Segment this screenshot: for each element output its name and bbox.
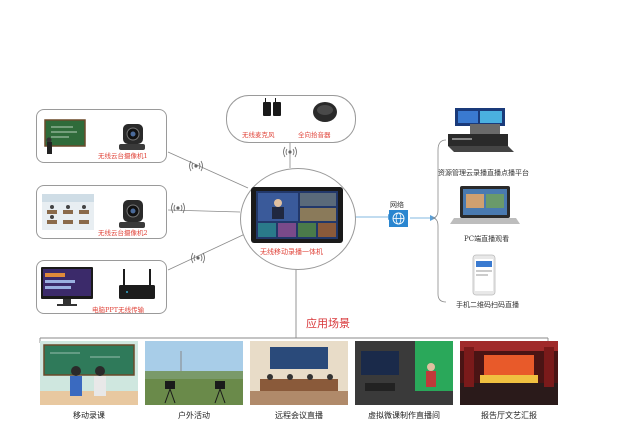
meeting-room-icon: [250, 341, 348, 405]
mobile-label: 手机二维码扫码直播: [456, 301, 519, 309]
ptz-camera-icon: [119, 200, 145, 228]
pickup-label: 全向拾音器: [298, 131, 331, 139]
scenario-virtual-studio[interactable]: [355, 341, 453, 405]
ppt-label: 电脑PPT无线传输: [92, 306, 145, 314]
monitor-icon: [41, 267, 93, 306]
scenario-title: 应用场景: [306, 317, 350, 330]
scenario-label: 户外活动: [178, 411, 210, 420]
ppt-box[interactable]: [36, 260, 167, 314]
pickup-mic-icon: [313, 102, 337, 122]
scenario-label: 报告厅文艺汇报: [481, 411, 537, 420]
scenario-label: 虚拟微课制作直播间: [368, 411, 440, 420]
classroom-teacher-icon: [44, 119, 86, 154]
outdoor-field-icon: [145, 341, 243, 405]
wifi-signal-icon: [171, 146, 297, 264]
pc-label: PC端直播观看: [464, 235, 510, 243]
classroom-students-icon: [42, 194, 94, 230]
scenario-label: 移动录课: [73, 411, 105, 420]
audio-box[interactable]: [226, 95, 356, 143]
camera2-box[interactable]: [36, 185, 167, 239]
scenario-outdoor[interactable]: [145, 341, 243, 405]
auditorium-stage-icon: [460, 341, 558, 405]
scenario-auditorium[interactable]: [460, 341, 558, 405]
camera1-box[interactable]: [36, 109, 167, 163]
scenario-remote-meeting[interactable]: [250, 341, 348, 405]
scenario-label: 远程会议直播: [275, 411, 323, 420]
camera2-label: 无线云台摄像机2: [98, 229, 148, 237]
scenario-mobile-recording[interactable]: [40, 341, 138, 405]
center-label: 无线移动录播一体机: [260, 248, 323, 256]
platform-label: 资源管理云录播直播点播平台: [438, 169, 529, 177]
network-label: 网络: [390, 201, 404, 209]
chalkboard-kids-icon: [40, 341, 138, 405]
wireless-mic-icon: [263, 98, 281, 116]
wireless-router-icon: [119, 269, 155, 299]
ptz-camera-icon: [119, 124, 145, 150]
mic-label: 无线麦克风: [242, 131, 275, 139]
camera1-label: 无线云台摄像机1: [98, 152, 148, 160]
green-screen-studio-icon: [355, 341, 453, 405]
